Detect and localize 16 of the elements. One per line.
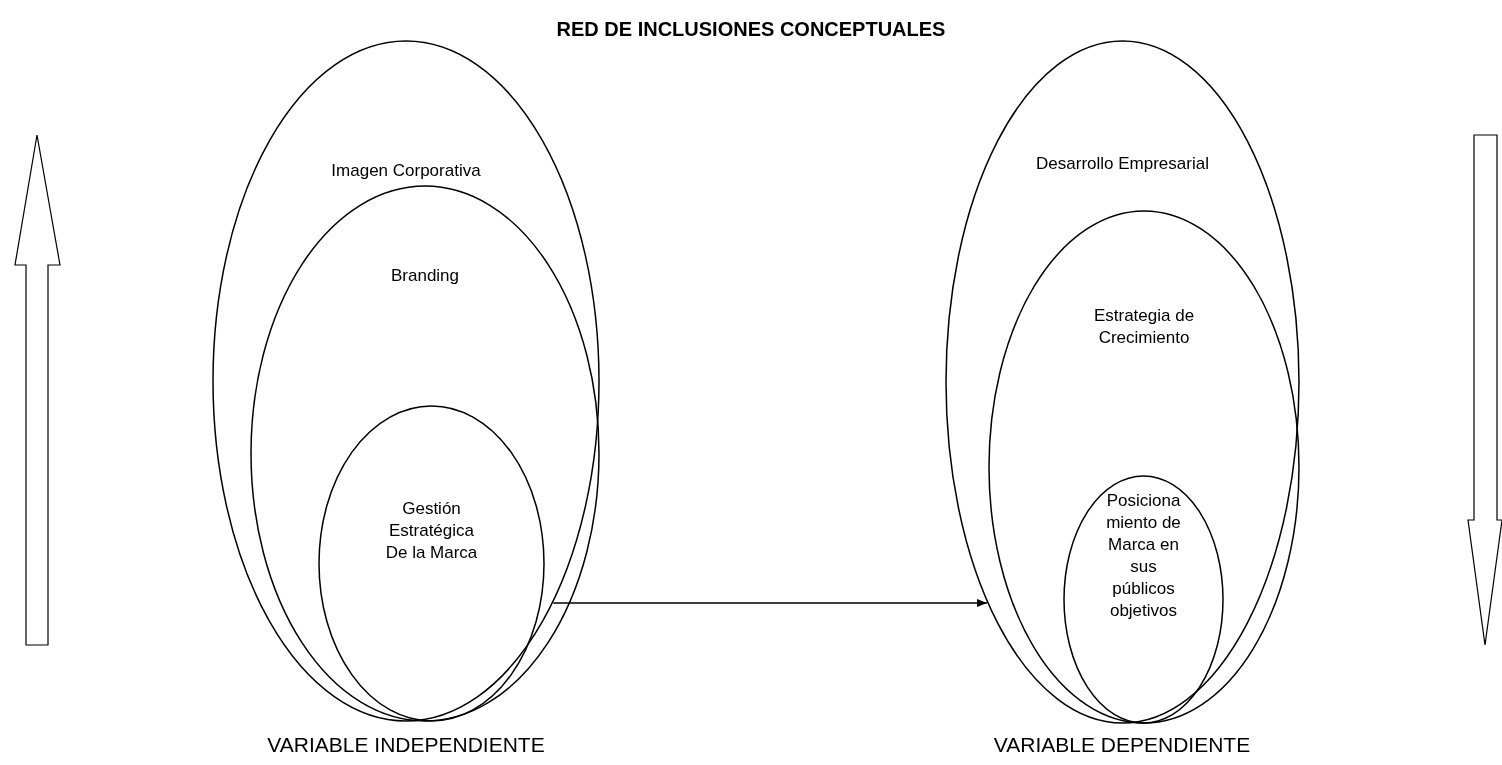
node-label: Posiciona miento de Marca en sus públicos objetivos [1105, 490, 1182, 622]
node-label: Gestión Estratégica De la Marca [385, 498, 478, 564]
concept-ellipse [318, 405, 545, 722]
arrow [552, 599, 988, 607]
concept-ellipse [945, 40, 1300, 724]
node-label: Imagen Corporativa [330, 160, 482, 182]
node-label: Branding [389, 265, 461, 287]
concept-ellipse [250, 185, 600, 722]
diagram-title: RED DE INCLUSIONES CONCEPTUALES [555, 18, 947, 41]
node-label: Estrategia de Crecimiento [1092, 305, 1196, 349]
concept-ellipse [212, 40, 600, 722]
variable-label: VARIABLE DEPENDIENTE [993, 733, 1251, 757]
concept-ellipse [1063, 475, 1224, 724]
node-label: Desarrollo Empresarial [1035, 153, 1210, 175]
concept-ellipse [988, 210, 1300, 724]
variable-label: VARIABLE INDEPENDIENTE [267, 733, 545, 757]
